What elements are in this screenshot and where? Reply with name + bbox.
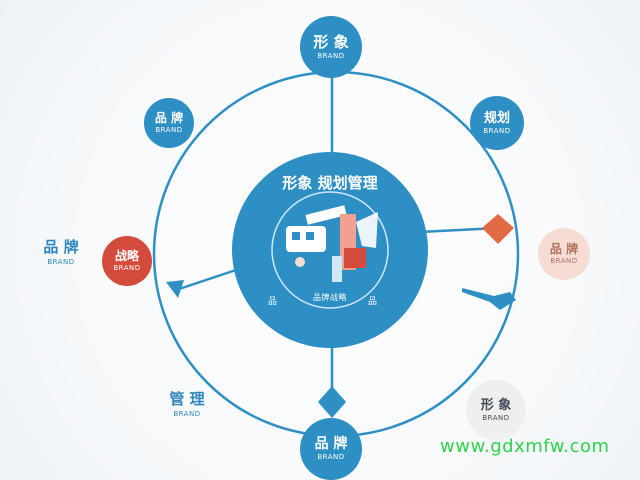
node-lower-right: 形 象 BRAND — [466, 380, 526, 440]
node-left-outer-title: 品 牌 — [43, 238, 79, 256]
node-left-inner-title: 战略 — [114, 249, 139, 263]
hub-illustration — [286, 205, 378, 282]
hub-inner-ring — [271, 191, 389, 309]
connector-diamond-bottom — [318, 386, 346, 418]
node-bottom: 品 牌 BRAND — [300, 418, 362, 480]
node-right-pink-title: 品 牌 — [549, 242, 579, 256]
node-left-outer-sub: BRAND — [47, 258, 75, 266]
node-upper-left: 品 牌 BRAND — [144, 98, 194, 148]
node-left-inner: 战略 BRAND — [102, 236, 152, 286]
node-bottom-title: 品 牌 — [314, 436, 348, 452]
node-right-pink-sub: BRAND — [550, 257, 578, 265]
node-top-sub: BRAND — [317, 51, 345, 60]
node-lower-right-sub: BRAND — [482, 413, 510, 422]
connector-arrow-left — [166, 280, 184, 298]
node-left-outer: 品 牌 BRAND — [26, 238, 96, 267]
hub-title: 形象 规划管理 — [282, 174, 378, 192]
node-upper-right-sub: BRAND — [483, 126, 511, 135]
node-lower-left: 管 理 BRAND — [152, 390, 222, 419]
connector-diamond-right — [482, 214, 514, 244]
node-top-title: 形 象 — [313, 32, 349, 51]
hub-label-left: 品 — [268, 297, 278, 307]
watermark-text: www.gdxmfw.com — [440, 436, 610, 457]
node-upper-right: 规划 BRAND — [470, 96, 524, 150]
hub-label-right: 品 — [368, 297, 378, 307]
node-bottom-sub: BRAND — [317, 453, 345, 461]
node-top: 形 象 BRAND — [300, 16, 362, 78]
hub-subtitle: 品牌战略 — [313, 293, 347, 302]
node-upper-left-title: 品 牌 — [154, 111, 184, 125]
node-right-pink: 品 牌 BRAND — [538, 228, 590, 280]
node-lower-left-title: 管 理 — [169, 390, 205, 408]
connector-hook-right — [462, 288, 516, 310]
node-left-inner-sub: BRAND — [113, 264, 141, 272]
node-upper-right-title: 规划 — [483, 110, 510, 126]
node-lower-left-sub: BRAND — [173, 410, 201, 418]
node-lower-right-title: 形 象 — [480, 397, 512, 413]
hub-circle — [232, 152, 428, 348]
node-upper-left-sub: BRAND — [155, 126, 183, 134]
